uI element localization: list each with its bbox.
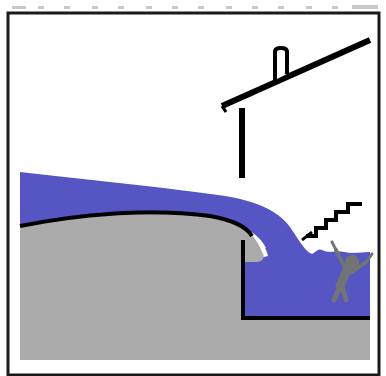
flood-illustration [0, 0, 386, 376]
